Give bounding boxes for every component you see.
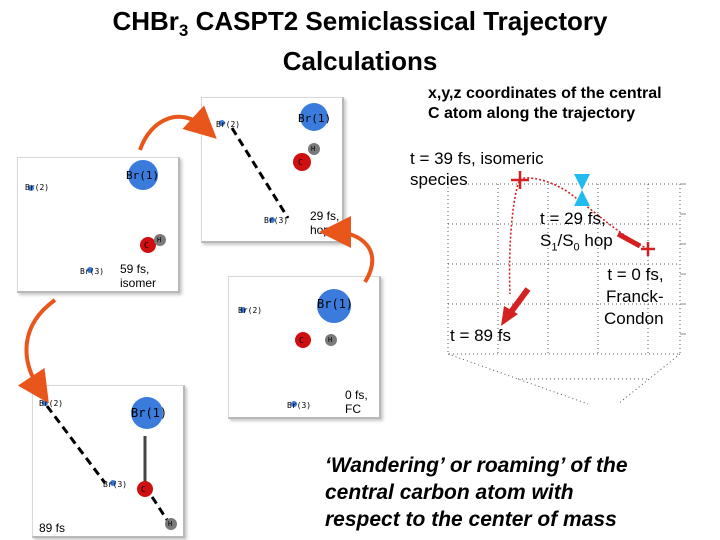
title-line-1: CHBr3 CASPT2 Semiclassical Trajectory [112,6,608,41]
h-label: H [311,145,316,153]
t89-label: t = 89 fs [450,326,511,345]
br3-atom [269,217,275,223]
molecule-0fs [240,289,351,407]
t0-marker [641,242,655,256]
snapshot-0fs: Br(1) Br(2) Br(3) C H [228,276,381,419]
br1-label: Br(1) [126,169,160,182]
h-atom [154,234,166,246]
slide-title: CHBr3 CASPT2 Semiclassical Trajectory Ca… [0,6,720,77]
c-atom [140,237,156,253]
br2-atom [219,120,225,126]
c-atom [293,153,311,171]
snapshot-0fs-caption: 0 fs, FC [345,388,368,416]
br3-label: Br(3) [264,216,289,225]
t29-label: t = 29 fs, S1/S0 hop [540,209,613,254]
molecule-29fs [219,103,328,223]
h-label: H [328,336,333,344]
h-atom [165,518,177,530]
br2-label: Br(2) [25,183,50,192]
br1-atom [131,397,163,429]
br3-atom [110,480,116,486]
h-atom [325,334,337,346]
br1-atom [128,160,158,190]
br2-label: Br(2) [216,120,241,129]
arrow-to-29fs-panel [138,105,217,151]
br1-label: Br(1) [298,112,332,125]
molecule-59fs [28,160,166,273]
t39-label: t = 39 fs, isomeric species [410,149,544,189]
br3-label: Br(3) [80,267,105,276]
br3-label: Br(3) [287,401,312,410]
br2-atom [28,185,34,191]
br2-label: Br(2) [39,399,64,408]
br1-label: Br(1) [131,406,168,420]
snapshot-89fs: Br(1) Br(2) Br(3) C H 89 fs [32,385,185,538]
arrow-to-0fs-panel [319,216,375,284]
h-atom [308,143,320,155]
hop-marker-lower [574,190,590,206]
c-label: C [299,336,304,345]
br2-atom [240,307,246,313]
trajectory-path [508,177,649,295]
t39-marker [511,171,529,189]
snapshot-59fs: Br(1) Br(2) Br(3) C H [17,157,180,293]
title-line-2: Calculations [282,46,438,77]
br1-label: Br(1) [317,297,354,311]
br3-atom [87,267,93,273]
snapshot-89fs-caption: 89 fs [39,521,66,535]
c-label: C [298,158,303,167]
h-label: H [157,236,162,244]
molecule-89fs [42,397,177,530]
c-label: C [141,485,146,494]
trajectory-plot: t = 39 fs, isomeric species t = 29 fs, S… [410,149,714,416]
snapshot-59fs-caption: 59 fs, isomer [120,262,157,290]
c-atom [137,481,153,497]
br1-atom [317,289,351,323]
t0-label: t = 0 fs, Franck- Condon [604,265,664,328]
h-label: H [168,520,173,528]
arrow-to-89fs-panel [17,298,57,404]
br3-label: Br(3) [103,480,128,489]
hop-marker [574,174,590,190]
br1-atom [300,103,328,131]
coords-note: x,y,z coordinates of the central C atom … [428,85,662,122]
conclusion-text: ‘Wandering’ or roaming’ of the central c… [325,454,628,531]
c-atom [295,332,311,348]
trajectory-3d-axes [447,171,686,405]
br3-atom [291,401,297,407]
c-label: C [144,241,149,250]
br2-label: Br(2) [238,306,263,315]
